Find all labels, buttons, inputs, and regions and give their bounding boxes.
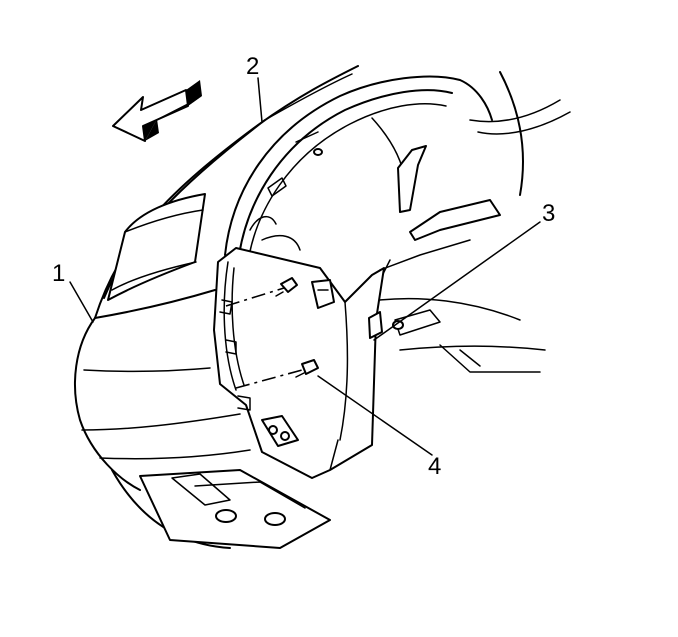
inner-wheelhouse: [249, 117, 546, 373]
fastener-screws: [225, 277, 319, 389]
fender-panel: [94, 65, 359, 319]
bumper-fascia: [74, 289, 331, 549]
wheel-opening-arch: [224, 71, 571, 263]
callout-1: 1: [52, 260, 65, 287]
callout-4: 4: [428, 453, 441, 480]
callout-leaders: [69, 77, 541, 456]
callout-3: 3: [542, 200, 555, 227]
direction-arrow-icon: [112, 80, 202, 142]
callout-2: 2: [246, 53, 259, 80]
wheelhouse-liner: [213, 247, 385, 479]
